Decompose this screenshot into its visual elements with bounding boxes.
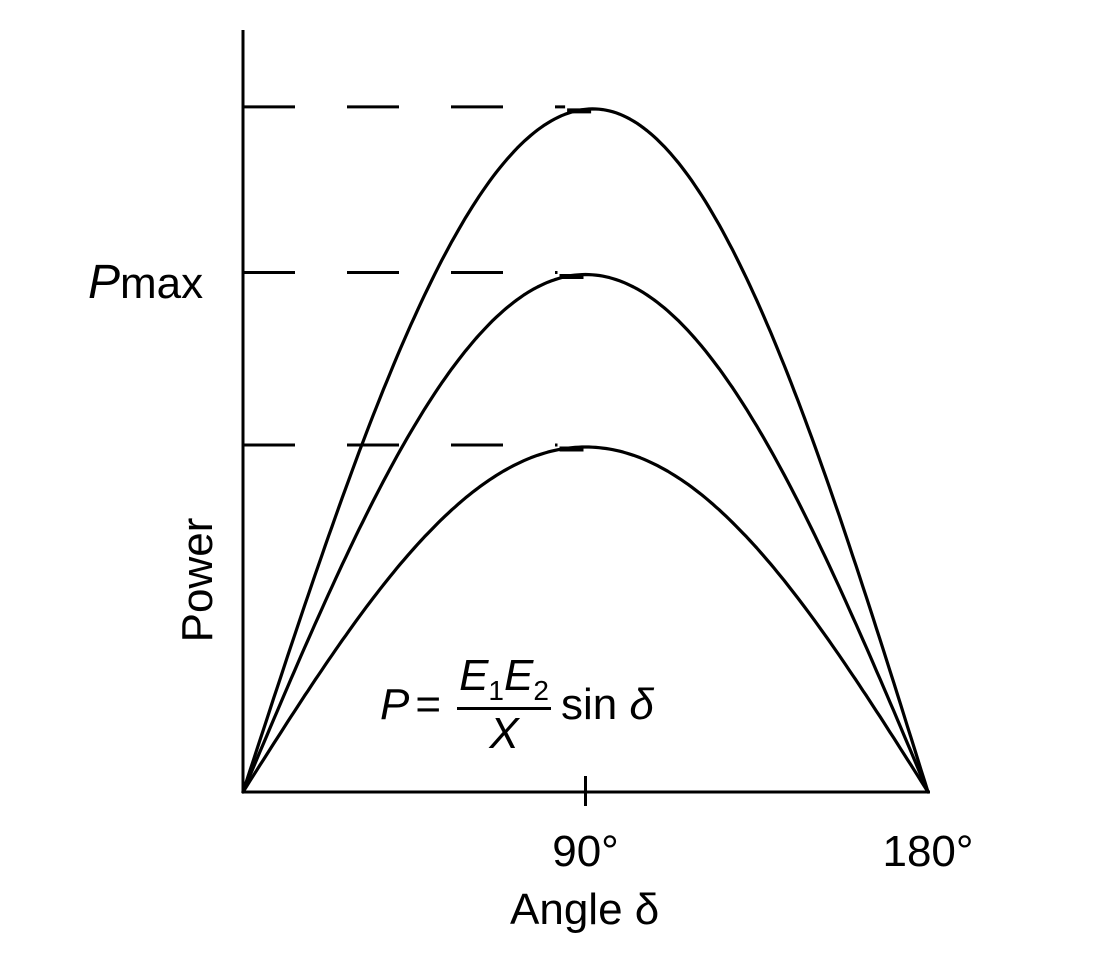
y-reference-label: Pmax (88, 255, 203, 310)
formula-fraction: E1E2 X (457, 654, 551, 756)
x-ticks: 90° 180° (552, 776, 974, 876)
y-axis-label-wrapper: Power (168, 510, 228, 650)
formula-variable: δ (629, 680, 654, 729)
reference-lines (243, 105, 566, 447)
series-curve-3 (241, 445, 930, 794)
formula-function: sin (560, 680, 618, 729)
power-formula: P = E1E2 X sin δ (380, 654, 654, 756)
formula-lhs: P (380, 680, 410, 729)
formula-e2-sub: 2 (533, 674, 549, 706)
formula-e1-sub: 1 (488, 674, 504, 706)
formula-denominator: X (489, 708, 519, 758)
pmax-subscript: max (120, 259, 204, 308)
series-curves (241, 107, 930, 794)
series-curve-2 (241, 272, 930, 794)
y-axis-label: Power (173, 517, 222, 643)
x-tick-label-2: 180° (882, 827, 973, 876)
formula-equals: = (415, 680, 442, 729)
formula-e2: E (504, 651, 534, 701)
formula-numerator: E1E2 (457, 654, 551, 710)
x-axis-label: Angle δ (510, 885, 660, 934)
formula-e1: E (459, 651, 489, 701)
x-tick-label-1: 90° (552, 827, 619, 876)
pmax-symbol: P (88, 256, 121, 309)
